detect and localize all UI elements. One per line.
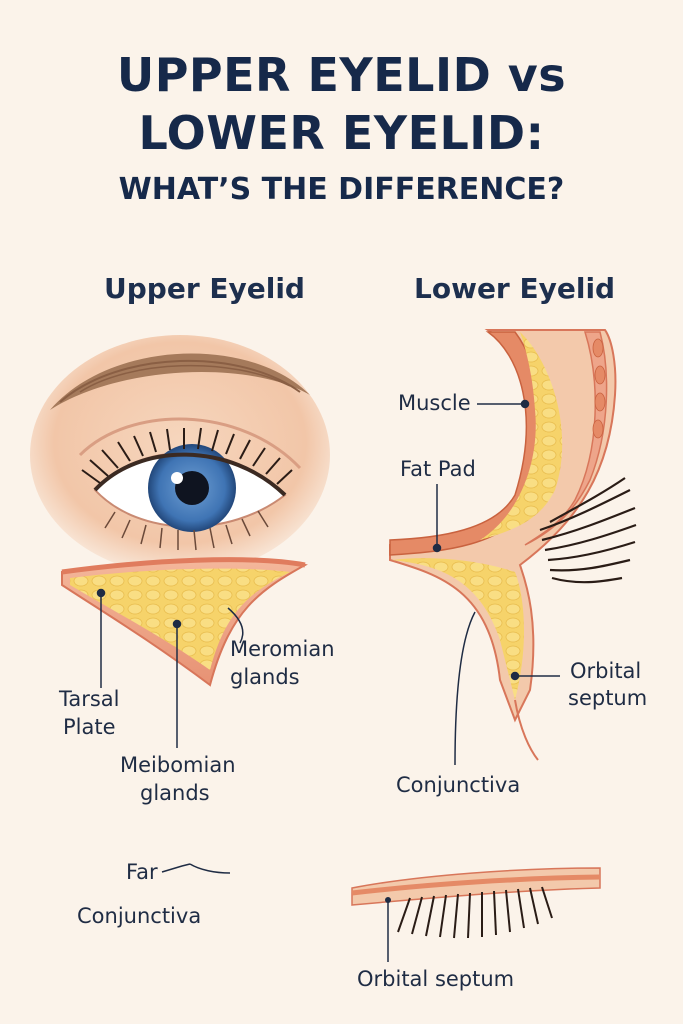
lower-eyelid-heading: Lower Eyelid <box>414 272 616 305</box>
orbital-septum-label-line2: septum <box>568 686 648 710</box>
fat-pad-label: Fat Pad <box>400 457 476 481</box>
bottom-fat-pointer <box>161 863 231 874</box>
tarsal-plate <box>70 568 290 670</box>
tarsal-plate-label-line1: Tarsal <box>59 687 120 711</box>
bottom-conjunctiva-label: Conjunctiva <box>77 904 202 928</box>
bottom-fat-label: Far <box>126 860 158 884</box>
pupil <box>175 471 209 505</box>
meromian-glands-label-line2: glands <box>230 665 300 689</box>
title-line-2: LOWER EYELID: <box>138 106 545 160</box>
bottom-orbital-septum-label: Orbital septum <box>357 967 515 991</box>
title-line-1: UPPER EYELID vs <box>116 48 567 102</box>
fat-pad-upper <box>480 332 563 540</box>
lower-section-lashes <box>539 477 637 584</box>
muscle-label: Muscle <box>398 391 471 415</box>
meibomian-glands-label-line2: glands <box>140 781 210 805</box>
lower-eyelid-section <box>389 329 637 761</box>
bottom-lid-strip <box>351 867 601 962</box>
upper-eye-illustration <box>30 335 330 687</box>
meibomian-glands-label-line1: Meibomian <box>120 753 236 777</box>
upper-lid-crease <box>78 417 302 470</box>
subtitle: WHAT’S THE DIFFERENCE? <box>118 172 565 207</box>
catchlight <box>171 472 183 484</box>
upper-eyelid-heading: Upper Eyelid <box>104 272 305 305</box>
meromian-glands-label-line1: Meromian <box>230 637 335 661</box>
bottom-lashes <box>397 886 553 939</box>
tarsal-plate-label-line2: Plate <box>63 715 116 739</box>
conjunctiva-label: Conjunctiva <box>396 773 521 797</box>
fat-pad-lower <box>392 558 525 700</box>
orbital-septum-label-line1: Orbital <box>570 659 642 683</box>
